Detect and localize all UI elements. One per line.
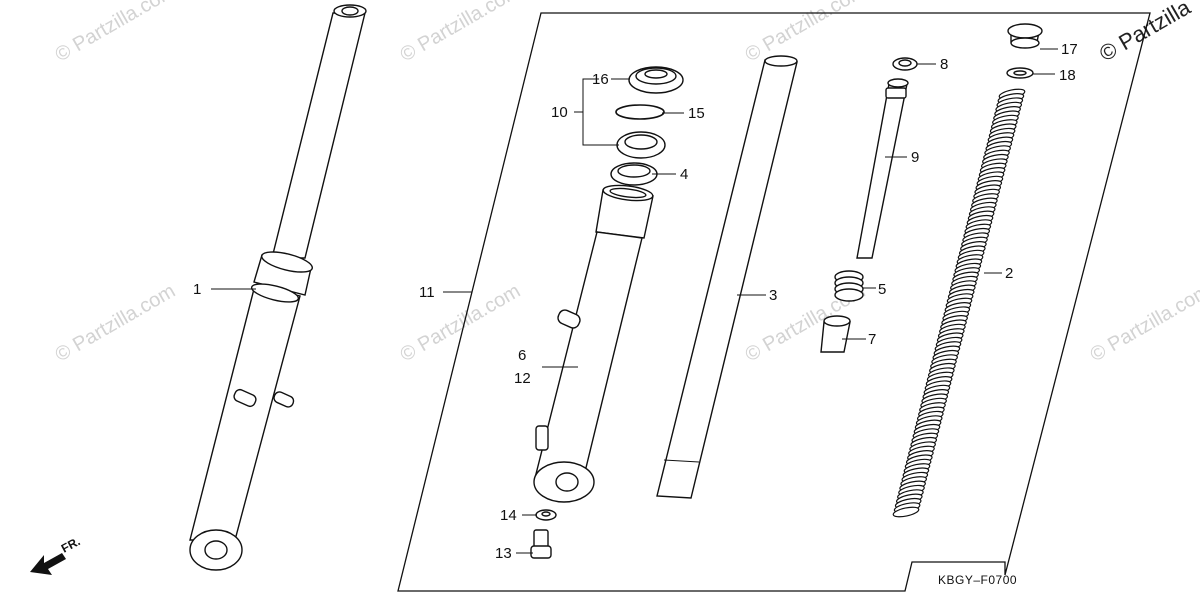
front-direction-indicator: FR. [30, 534, 82, 575]
callout-9[interactable]: 9 [911, 149, 919, 166]
assembly-outline [397, 12, 1151, 592]
callout-3[interactable]: 3 [769, 287, 777, 304]
leader-lines [211, 48, 1058, 554]
callout-16[interactable]: 16 [592, 71, 609, 88]
part-4-bushing[interactable] [610, 162, 658, 186]
callout-11[interactable]: 11 [419, 284, 435, 301]
part-8-ring[interactable] [892, 57, 918, 71]
callout-7[interactable]: 7 [868, 331, 876, 348]
callout-1[interactable]: 1 [193, 281, 201, 298]
front-label: FR. [59, 534, 83, 555]
callout-5[interactable]: 5 [878, 281, 886, 298]
part-10-oil-seal[interactable] [616, 131, 666, 159]
callout-12[interactable]: 12 [514, 370, 531, 387]
watermark: © Partzilla.com [52, 280, 180, 366]
callout-15[interactable]: 15 [688, 105, 705, 122]
part-1-fork-assembly[interactable] [189, 4, 367, 571]
part-16-seal[interactable] [628, 66, 684, 94]
front-arrow-icon [30, 553, 66, 575]
callout-13[interactable]: 13 [495, 545, 512, 562]
part-7-oil-lock-piece[interactable] [820, 315, 851, 353]
callout-17[interactable]: 17 [1061, 41, 1078, 58]
part-2-fork-spring[interactable] [892, 87, 1026, 518]
callout-numbers: 1 2 3 4 5 6 7 8 9 10 11 12 13 14 15 16 1… [193, 41, 1078, 562]
part-5-rebound-spring[interactable] [834, 270, 864, 302]
watermark: © Partzilla.com [397, 0, 525, 66]
callout-6[interactable]: 6 [518, 347, 526, 364]
watermark: © Partzilla.com [52, 0, 180, 66]
callout-18[interactable]: 18 [1059, 67, 1076, 84]
watermark: © Partzilla.com [742, 0, 870, 66]
part-17-fork-bolt[interactable] [1007, 23, 1043, 49]
part-14-washer[interactable] [535, 509, 557, 521]
callout-10[interactable]: 10 [551, 104, 568, 121]
spring-coil [892, 506, 920, 518]
watermark: © Partzilla.com [397, 280, 525, 366]
diagram-code: KBGY–F0700 [938, 573, 1017, 587]
part-15-clip[interactable] [615, 104, 665, 120]
callout-4[interactable]: 4 [680, 166, 688, 183]
part-18-o-ring[interactable] [1006, 67, 1034, 79]
part-13-socket-bolt[interactable] [530, 529, 552, 559]
callout-2[interactable]: 2 [1005, 265, 1013, 282]
watermark: © Partzilla.com [1087, 280, 1200, 366]
callout-8[interactable]: 8 [940, 56, 948, 73]
callout-14[interactable]: 14 [500, 507, 517, 524]
part-9-damper-rod[interactable] [856, 78, 909, 259]
part-3-inner-tube[interactable] [656, 55, 798, 499]
part-6-fork-slider[interactable] [533, 183, 654, 503]
